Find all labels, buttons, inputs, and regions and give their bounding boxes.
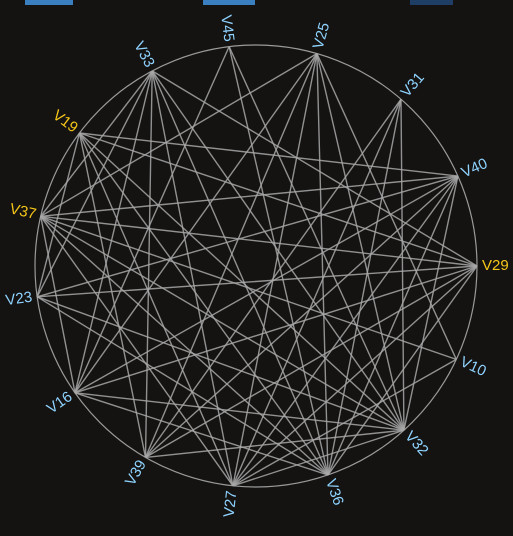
tab-left[interactable] [25, 0, 73, 5]
edge-v45-v36 [228, 46, 329, 476]
edge-v33-v37 [40, 70, 153, 217]
edge-v37-v27 [40, 215, 234, 487]
edge-v29-v27 [232, 265, 478, 487]
edge-v25-v39 [144, 53, 318, 458]
node-label-v31[interactable]: V31 [397, 69, 427, 100]
edge-v29-v37 [40, 215, 478, 267]
edge-v31-v27 [232, 98, 402, 487]
edge-v23-v32 [36, 296, 405, 431]
edge-v29-v39 [145, 265, 478, 459]
edge-v40-v16 [74, 175, 459, 394]
node-label-v37[interactable]: V37 [8, 200, 38, 223]
edge-v40-v37 [40, 175, 458, 217]
edge-v33-v36 [151, 70, 329, 476]
edge-v19-v23 [36, 132, 81, 297]
node-label-v16[interactable]: V16 [44, 388, 76, 417]
edge-v25-v16 [74, 53, 318, 394]
node-label-v39[interactable]: V39 [122, 457, 150, 489]
edge-v37-v32 [40, 215, 405, 431]
edge-v40-v36 [327, 175, 459, 476]
edge-v33-v16 [74, 70, 153, 393]
node-label-v45[interactable]: V45 [217, 14, 237, 43]
node-label-v27[interactable]: V27 [221, 490, 241, 518]
node-label-v33[interactable]: V33 [130, 39, 158, 71]
edge-v37-v36 [40, 215, 329, 476]
node-label-v25[interactable]: V25 [310, 21, 334, 51]
edge-v29-v19 [79, 132, 478, 267]
node-label-v29[interactable]: V29 [482, 257, 509, 274]
edge-v27-v32 [232, 429, 405, 487]
edge-v25-v32 [316, 53, 405, 431]
edge-layer [36, 46, 478, 487]
edge-v19-v27 [78, 132, 234, 487]
node-label-v10[interactable]: V10 [457, 353, 488, 380]
edge-v23-v36 [36, 296, 329, 476]
edge-v31-v36 [327, 99, 402, 476]
edge-v25-v27 [232, 53, 318, 486]
edge-v31-v32 [400, 99, 405, 431]
edge-v25-v10 [316, 53, 457, 360]
node-label-v23[interactable]: V23 [4, 289, 33, 310]
node-label-v32[interactable]: V32 [401, 428, 432, 459]
edge-v36-v29 [327, 265, 478, 476]
edge-v33-v27 [151, 70, 234, 486]
edge-v25-v36 [316, 53, 329, 476]
edge-v19-v40 [79, 132, 458, 177]
edge-v29-v33 [151, 70, 478, 267]
edge-v16-v32 [74, 392, 404, 431]
edge-v29-v23 [37, 265, 478, 298]
edge-v10-v27 [232, 358, 457, 487]
edge-v29-v16 [74, 265, 478, 394]
edge-v40-v27 [232, 175, 459, 487]
tab-center[interactable] [203, 0, 255, 5]
edge-v40-v32 [403, 175, 459, 431]
node-label-v19[interactable]: V19 [49, 107, 81, 137]
edge-v19-v32 [79, 132, 405, 431]
edge-v25-v37 [40, 52, 318, 217]
node-label-v40[interactable]: V40 [459, 155, 490, 181]
edge-v19-v39 [78, 132, 147, 458]
network-ring [34, 44, 478, 488]
edge-v39-v32 [145, 429, 404, 459]
tab-right[interactable] [410, 0, 453, 5]
edge-v16-v36 [74, 392, 329, 476]
edge-v19-v36 [78, 132, 329, 476]
node-label-v36[interactable]: V36 [322, 477, 347, 508]
edge-v31-v39 [144, 98, 402, 458]
